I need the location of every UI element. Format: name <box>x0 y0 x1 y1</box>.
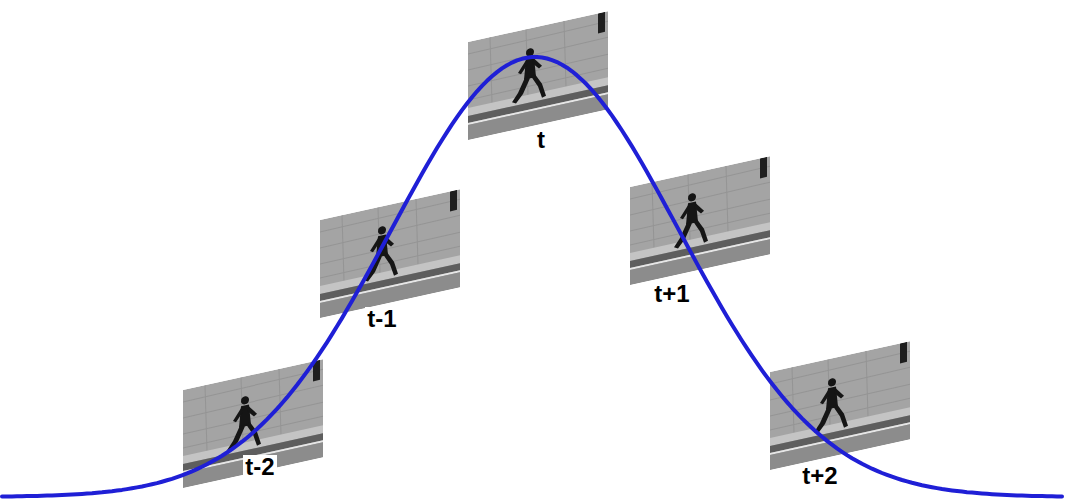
video-frame <box>320 189 460 318</box>
video-frame <box>468 11 608 140</box>
gaussian-curve <box>2 57 1062 497</box>
frame-time-label: t-1 <box>365 307 398 331</box>
frame-time-label: t+2 <box>800 464 839 488</box>
frame-time-label: t-2 <box>243 455 276 479</box>
frame-time-label: t+1 <box>652 282 691 306</box>
frame-time-label: t <box>535 128 547 152</box>
